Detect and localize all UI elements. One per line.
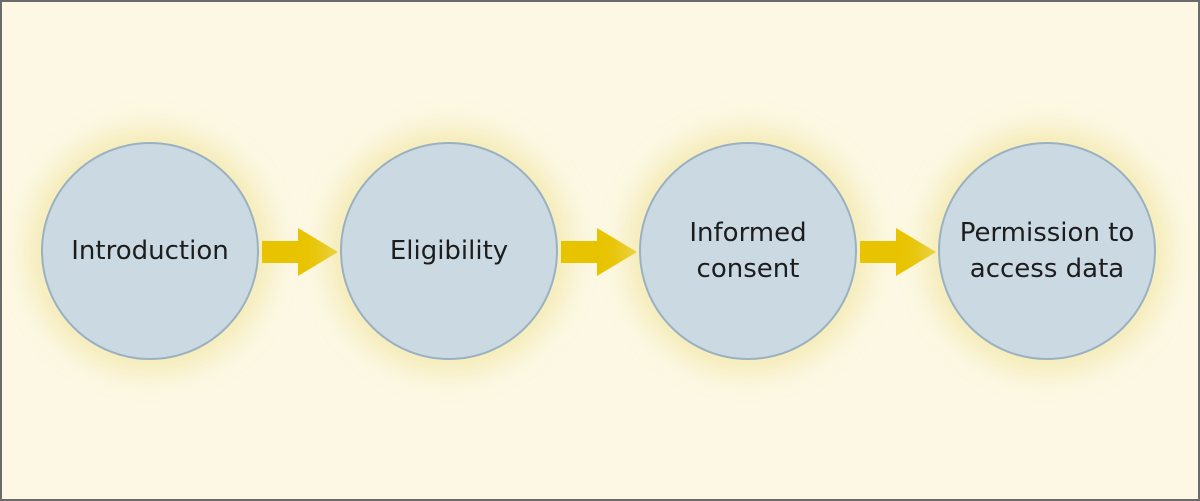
step-label-permission-to-access-data: Permission to access data [959,218,1135,284]
step-label-informed-consent: Informed consent [689,218,807,284]
step-label-introduction: Introduction [71,236,229,266]
step-informed-consent: Informed consent [639,142,857,360]
arrow-right-icon [561,228,637,276]
arrow-right-icon [262,228,338,276]
step-introduction: Introduction [41,142,259,360]
arrow-right-icon [860,228,936,276]
step-permission-to-access-data: Permission to access data [938,142,1156,360]
step-eligibility: Eligibility [340,142,558,360]
step-label-eligibility: Eligibility [389,236,509,266]
